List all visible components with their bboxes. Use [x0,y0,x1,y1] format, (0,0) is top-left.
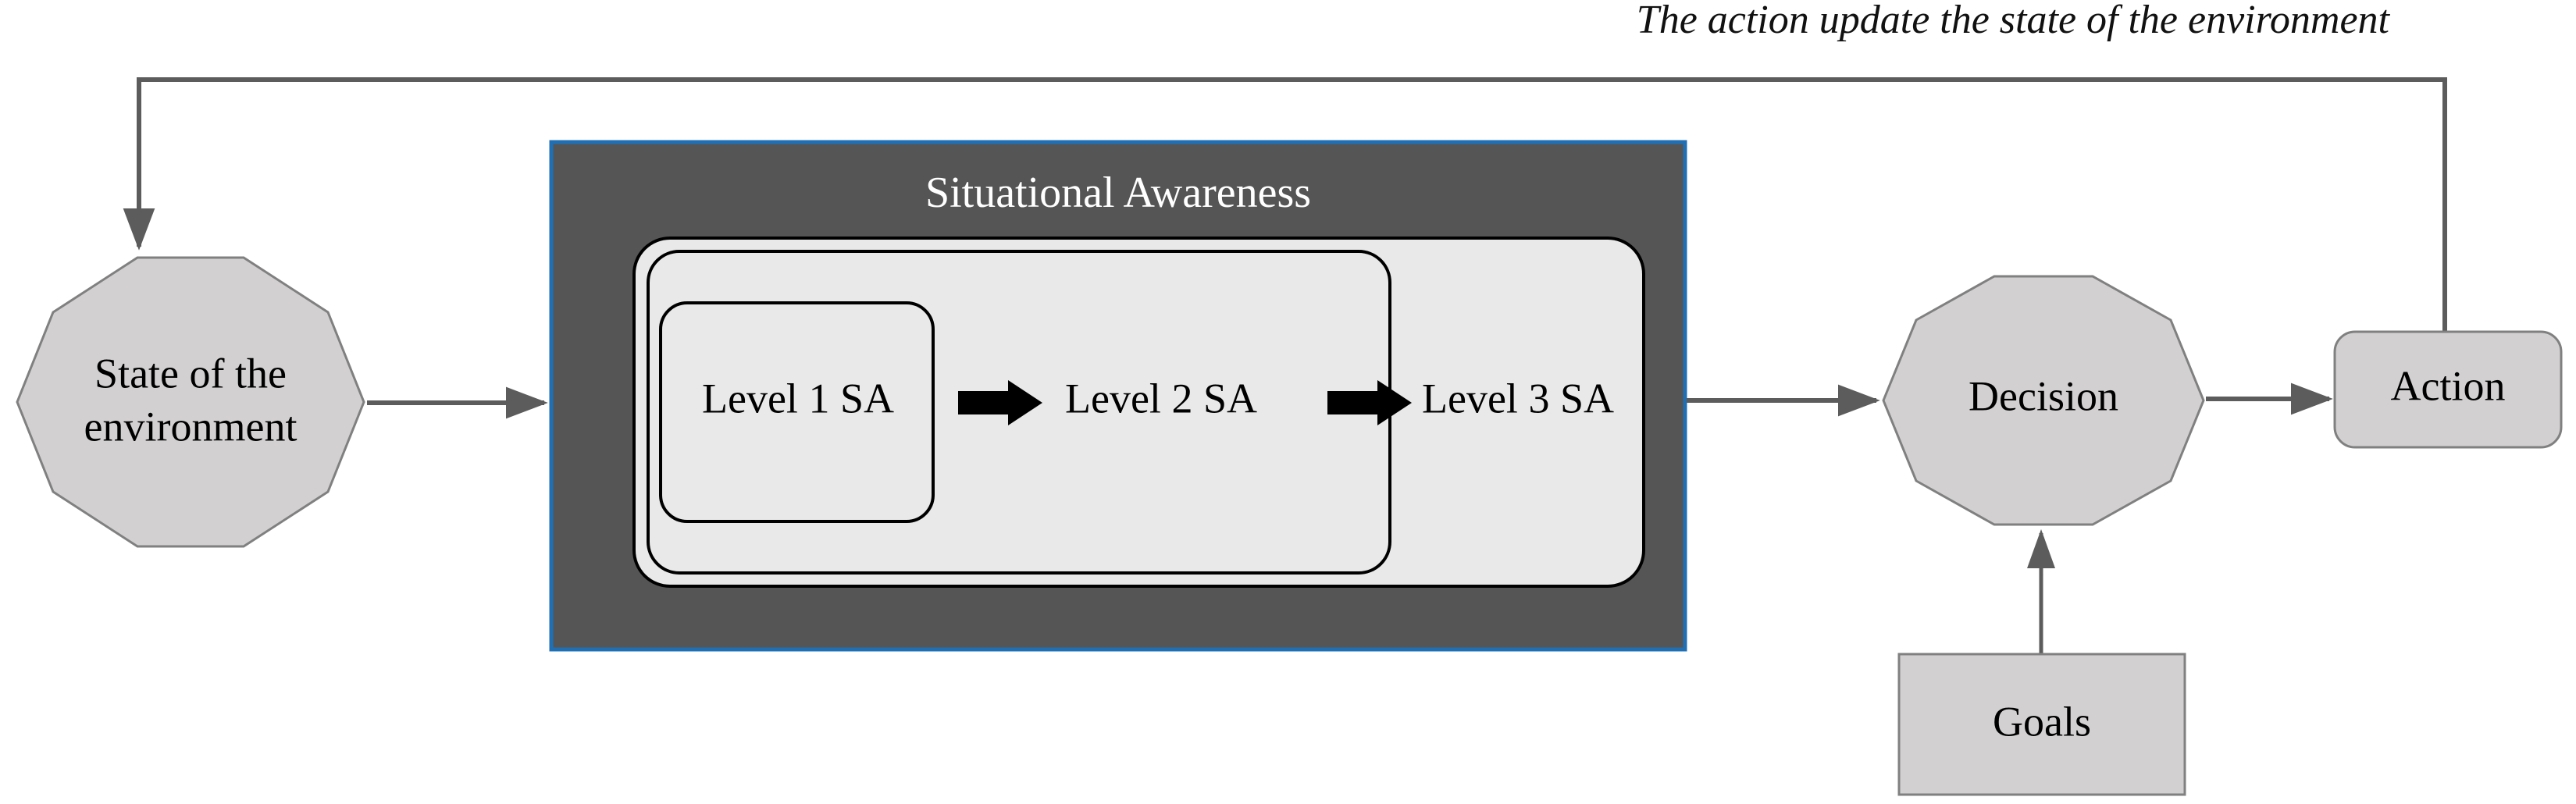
level2-label: Level 2 SA [1065,375,1257,422]
edge-level2-to-level3 [1327,380,1412,425]
sa-container-title: Situational Awareness [925,169,1311,217]
node-situational-awareness-container[interactable]: Situational Awareness Level 1 SA Level 2… [549,140,1687,652]
feedback-caption: The action update the state of the envir… [1637,0,2391,42]
goals-label: Goals [1993,698,2091,745]
level1-label: Level 1 SA [702,375,894,422]
decision-decagon-shape [1882,275,2205,526]
action-label: Action [2391,362,2506,409]
node-goals[interactable]: Goals [1897,653,2186,796]
feedback-loop-path [123,77,2447,332]
node-action[interactable]: Action [2333,330,2563,449]
state-label-line1: State of the [94,350,287,397]
edge-level1-to-level2 [958,380,1042,425]
state-decagon-shape [16,256,365,548]
node-decision[interactable]: Decision [1882,275,2205,526]
goals-box-shape [1897,653,2186,796]
node-state-of-environment[interactable]: State of the environment [16,256,365,548]
edge-action-to-state-feedback [123,77,2447,332]
level3-label: Level 3 SA [1422,375,1614,422]
level1-box-shape[interactable] [659,301,935,523]
level1-level2-arrow-shape [958,380,1042,425]
level2-level3-arrow-shape [1327,380,1412,425]
state-label-line2: environment [84,403,298,450]
action-box-shape [2333,330,2563,449]
decision-label: Decision [1969,372,2118,419]
